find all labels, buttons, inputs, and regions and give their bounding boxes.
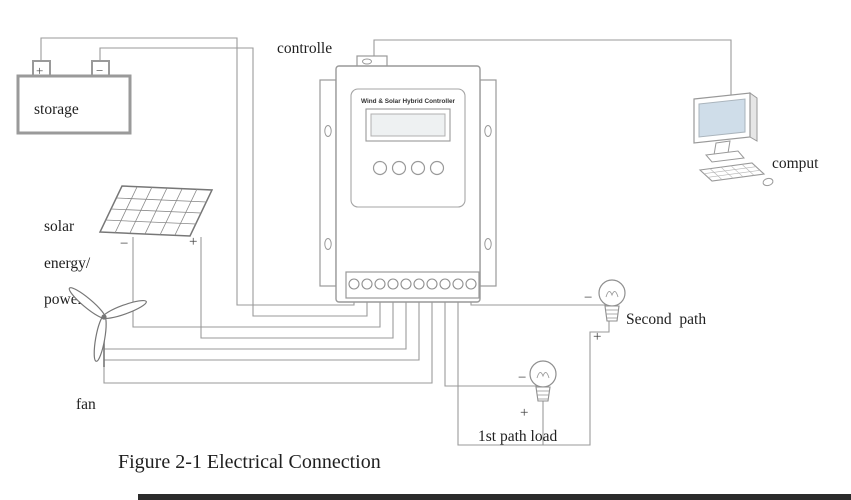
controller-terminals — [348, 278, 477, 290]
storage-battery: + − storage — [16, 60, 132, 135]
battery-minus-symbol: − — [96, 63, 103, 78]
second-path-bulb-threads — [605, 309, 619, 319]
solar-label-line1: solar — [44, 218, 75, 235]
wind-turbine: fan — [68, 287, 147, 413]
first-path-minus-symbol: − — [518, 370, 526, 386]
controller-button-1 — [372, 160, 388, 176]
second-path-plus-symbol: + — [593, 329, 601, 345]
wire-solar-positive — [200, 237, 394, 339]
second-path-minus-symbol: − — [584, 290, 592, 306]
storage-label: storage — [34, 101, 79, 118]
turbine-blades — [68, 287, 147, 362]
controller-buttons — [372, 160, 445, 176]
bottom-bar — [138, 494, 851, 500]
keyboard-keys — [703, 164, 761, 180]
monitor-base — [705, 150, 745, 163]
bracket-mount-holes — [324, 125, 492, 250]
wire-load-positive-bus — [457, 289, 610, 446]
solar-panel-grid — [104, 186, 208, 236]
computer: comput — [693, 92, 819, 187]
first-path-load: − + 1st path load — [478, 360, 557, 445]
first-path-plus-symbol: + — [520, 405, 528, 421]
second-path-bulb-filament — [605, 291, 619, 298]
wire-fan-2 — [104, 289, 420, 361]
hybrid-controller: controlle Wind & Solar Hybrid Controller — [277, 40, 497, 303]
controller-label: controlle — [277, 40, 332, 57]
solar-label-line2: energy/ — [44, 255, 91, 272]
monitor-screen — [698, 98, 746, 138]
wire-fan-3 — [103, 289, 433, 384]
first-path-bulb-threads — [536, 390, 550, 400]
controller-button-4 — [429, 160, 445, 176]
first-path-bulb — [529, 360, 557, 388]
mouse — [762, 177, 774, 187]
keyboard — [698, 162, 766, 182]
controller-bracket-left — [319, 79, 337, 287]
wire-first-path-negative — [444, 289, 537, 387]
controller-button-3 — [410, 160, 426, 176]
solar-minus-symbol: − — [120, 236, 128, 252]
controller-faceplate — [350, 88, 466, 208]
solar-plus-symbol: + — [189, 234, 197, 250]
top-tab-hole — [362, 58, 372, 65]
second-path-load: − + Second path — [584, 279, 706, 345]
wire-solar-negative — [132, 237, 381, 328]
wire-battery-negative — [99, 47, 368, 317]
fan-label: fan — [76, 396, 96, 413]
second-path-bulb-base — [604, 305, 620, 322]
second-path-bulb — [598, 279, 626, 307]
wire-computer — [373, 39, 732, 96]
first-path-bulb-filament — [536, 372, 550, 379]
wire-fan-1 — [104, 289, 407, 350]
controller-button-2 — [391, 160, 407, 176]
figure-caption: Figure 2-1 Electrical Connection — [118, 451, 381, 473]
computer-label: comput — [772, 155, 819, 172]
monitor-side — [749, 92, 758, 142]
battery-box — [16, 74, 132, 135]
turbine-hub — [101, 314, 107, 320]
battery-plus-symbol: + — [36, 63, 43, 78]
controller-title: Wind & Solar Hybrid Controller — [361, 98, 456, 105]
controller-bracket-right — [479, 79, 497, 287]
second-path-label: Second path — [626, 311, 706, 328]
first-path-label: 1st path load — [478, 428, 557, 445]
first-path-bulb-base — [535, 386, 551, 402]
solar-panel: − + — [98, 185, 214, 252]
controller-lcd-screen — [370, 113, 446, 137]
